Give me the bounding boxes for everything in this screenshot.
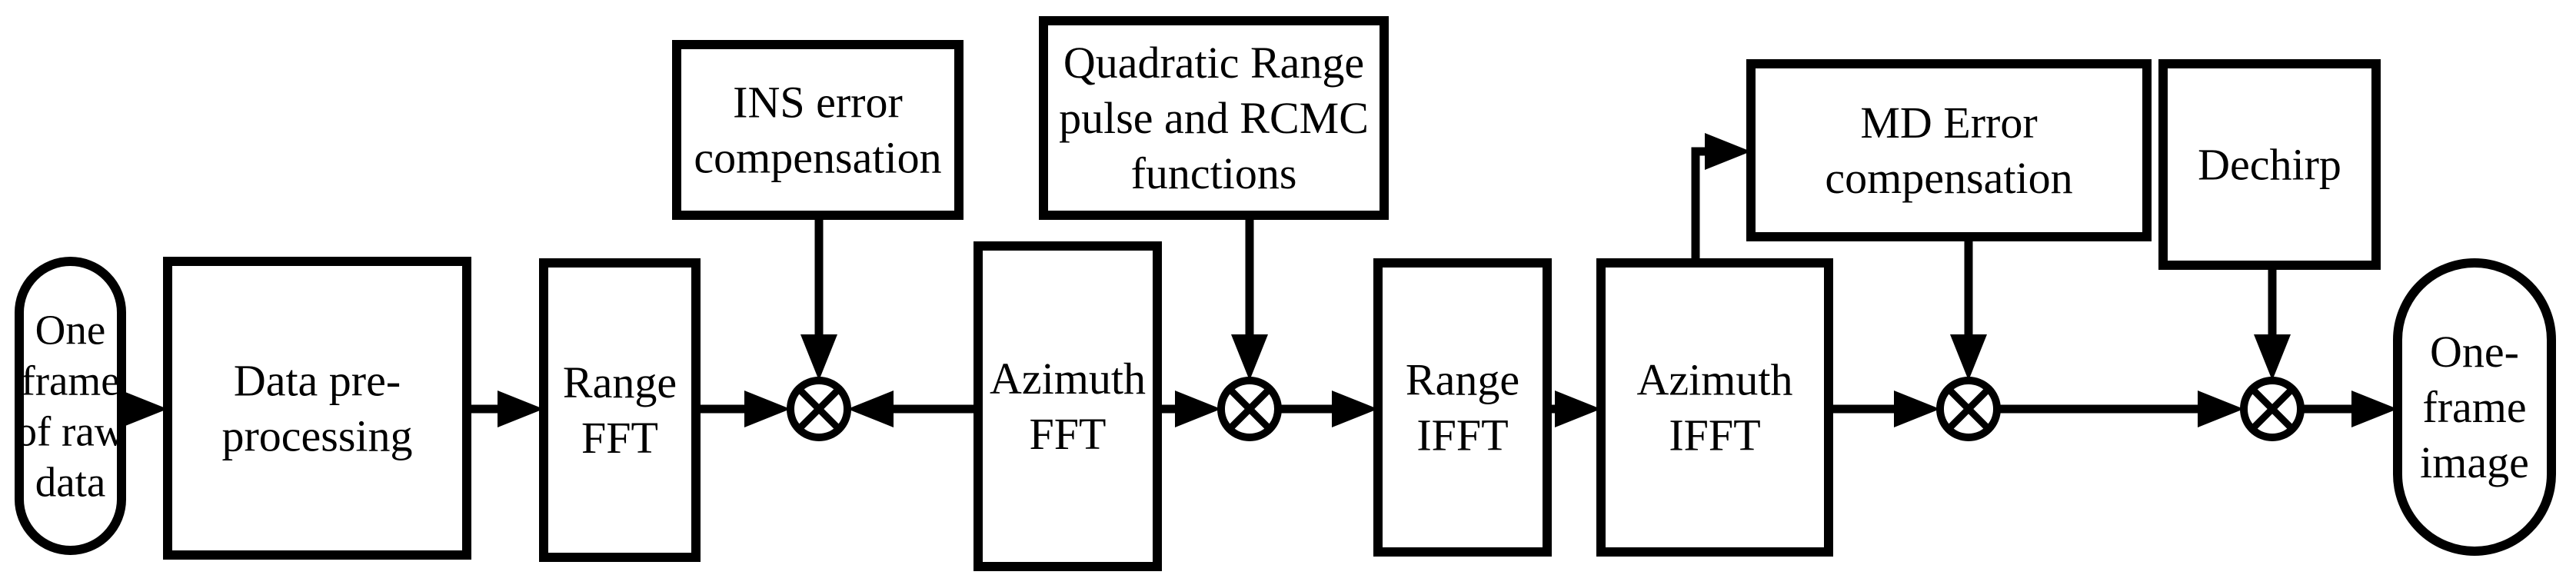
node-label-line: FFT [1030, 409, 1107, 459]
node-label-line: functions [1131, 148, 1297, 198]
edge-md-box-to-mult-md [1950, 237, 1987, 381]
function-dechirp: Dechirp [2158, 59, 2381, 270]
node-label-line: frame [2422, 382, 2526, 432]
node-label-line: pulse and RCMC [1059, 93, 1369, 143]
node-label-line: IFFT [1416, 410, 1508, 460]
node-label-line: IFFT [1669, 410, 1760, 460]
node-label-line: Dechirp [2198, 140, 2341, 190]
edge-preprocessing-to-range-fft [467, 391, 544, 427]
node-label-line: processing [221, 411, 412, 461]
node-label-line: of raw [15, 408, 125, 455]
edge-raw-to-preprocessing [121, 391, 168, 427]
multiplier-md-icon [1936, 377, 2001, 441]
node-label-line: One- [2430, 327, 2519, 377]
node-label-line: Range [1406, 355, 1519, 405]
node-label-line: Data pre- [234, 356, 401, 406]
edge-azimuth-fft-to-mult-rcmc [1157, 391, 1221, 427]
process-data-preprocessing: Data pre-processing [163, 257, 471, 560]
edge-azimuth-fft-to-mult-ins [847, 391, 978, 427]
edge-range-fft-to-mult-ins [696, 391, 790, 427]
node-label-line: data [35, 459, 106, 506]
node-label-line: MD Error [1860, 98, 2037, 148]
node-label-line: frame [21, 357, 119, 404]
node-label-line: Azimuth [1637, 355, 1793, 405]
node-label-line: One [35, 307, 106, 354]
node-label-line: Range [563, 357, 677, 407]
edge-mult-dechirp-to-image [2301, 391, 2398, 427]
node-label-line: compensation [1825, 153, 2072, 203]
node-label-line: Quadratic Range [1063, 38, 1364, 88]
multiplier-dechirp-icon [2240, 377, 2305, 441]
multiplier-rcmc-icon [1217, 377, 1282, 441]
edge-ins-box-to-mult-ins [800, 215, 837, 381]
edge-azimuth-ifft-to-md-box-feedback [1691, 133, 1751, 263]
edge-mult-rcmc-to-range-ifft [1278, 391, 1378, 427]
edge-mult-md-to-mult-dechirp [1997, 391, 2244, 427]
node-label-line: compensation [694, 133, 941, 183]
node-label-line: FFT [581, 413, 658, 463]
multiplier-ins-icon [787, 377, 851, 441]
node-label-line: INS error [733, 78, 903, 128]
edge-dechirp-box-to-mult-dechirp [2254, 265, 2291, 381]
node-label-line: Azimuth [990, 354, 1146, 404]
node-label-line: image [2420, 437, 2529, 487]
edge-azimuth-ifft-to-mult-md [1829, 391, 1940, 427]
edge-quadratic-box-to-mult-rcmc [1231, 215, 1268, 381]
edge-range-ifft-to-azimuth-ifft [1547, 391, 1601, 427]
